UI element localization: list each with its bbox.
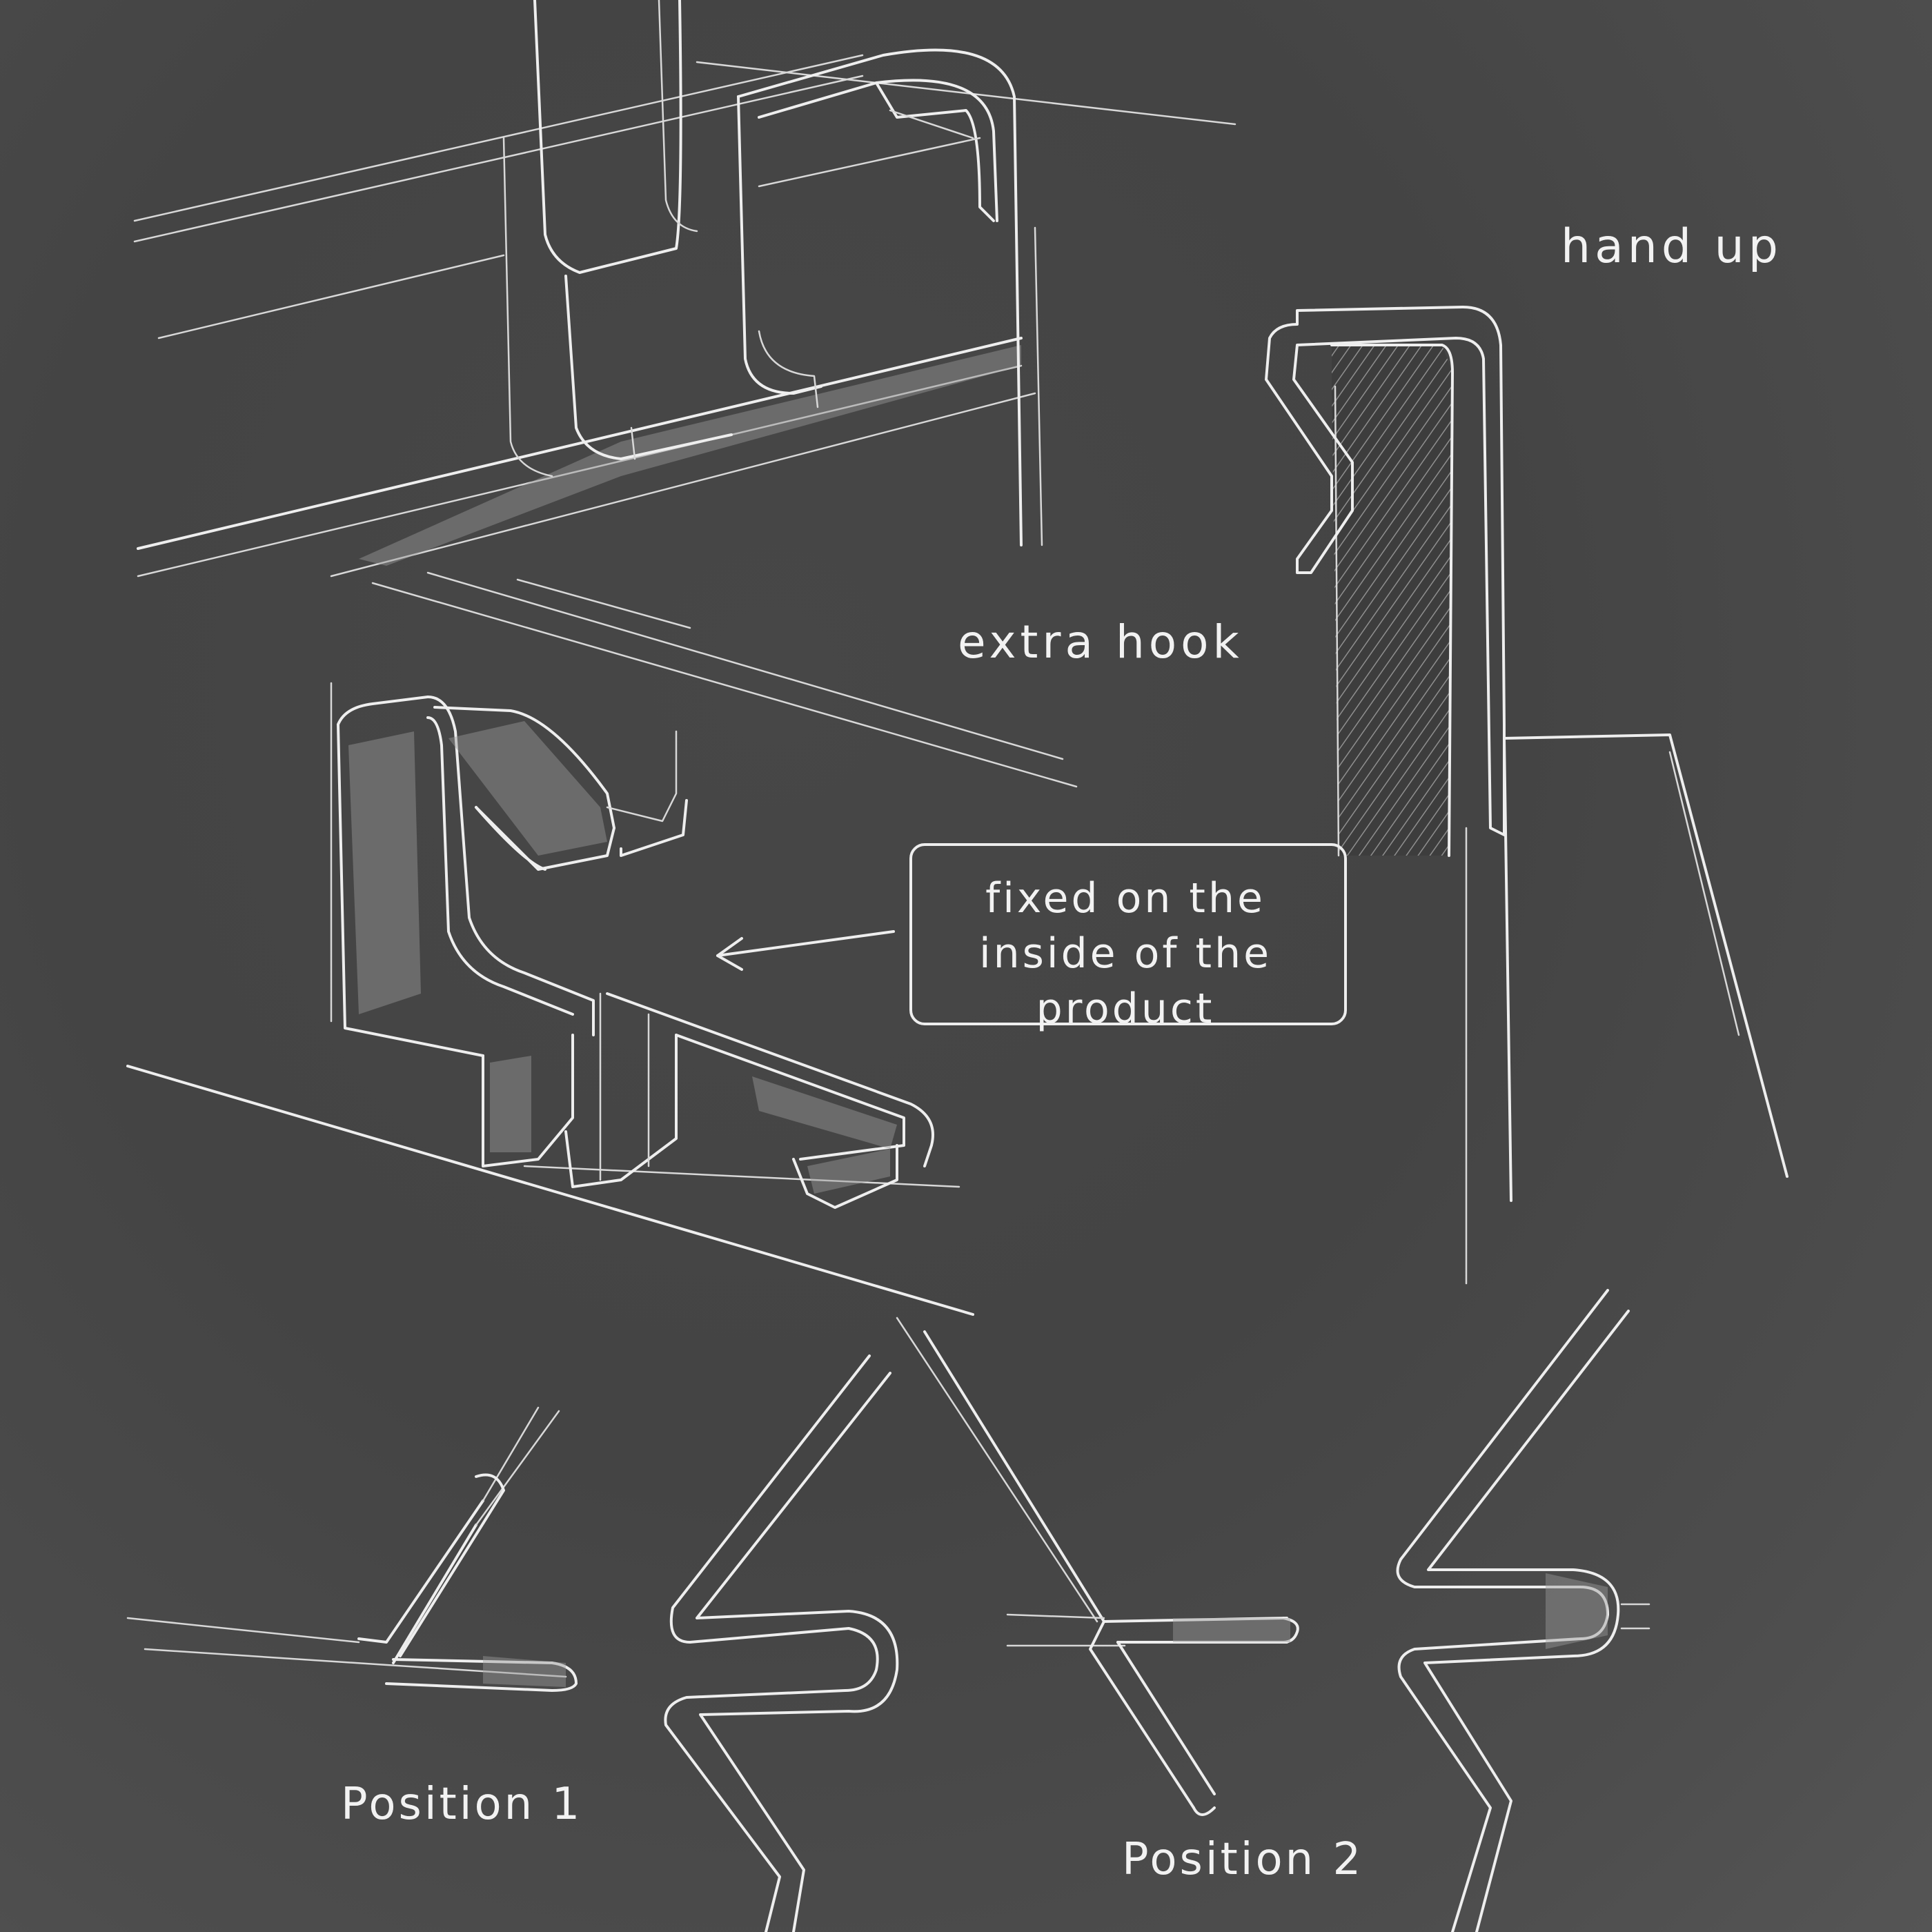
extra-hook-sketch xyxy=(126,571,1078,1316)
label-position-1: Position 1 xyxy=(341,1779,583,1830)
label-position-2: Position 2 xyxy=(1122,1834,1364,1885)
label-fixed-note: fixed on the inside of the product xyxy=(978,874,1272,1033)
hand-up-section xyxy=(1265,306,1788,1285)
position-2-diagram xyxy=(896,1317,1299,1816)
label-extra-hook: extra hook xyxy=(958,615,1243,669)
zigzag-profile-left xyxy=(664,1354,899,1932)
position-1-diagram xyxy=(126,1406,578,1692)
top-frame-sketch xyxy=(133,0,1236,578)
note-box xyxy=(909,843,1347,1025)
label-hand-up: hand up xyxy=(1561,219,1782,274)
arrow-left-icon xyxy=(716,930,895,971)
zigzag-profile-right xyxy=(1396,1289,1650,1932)
